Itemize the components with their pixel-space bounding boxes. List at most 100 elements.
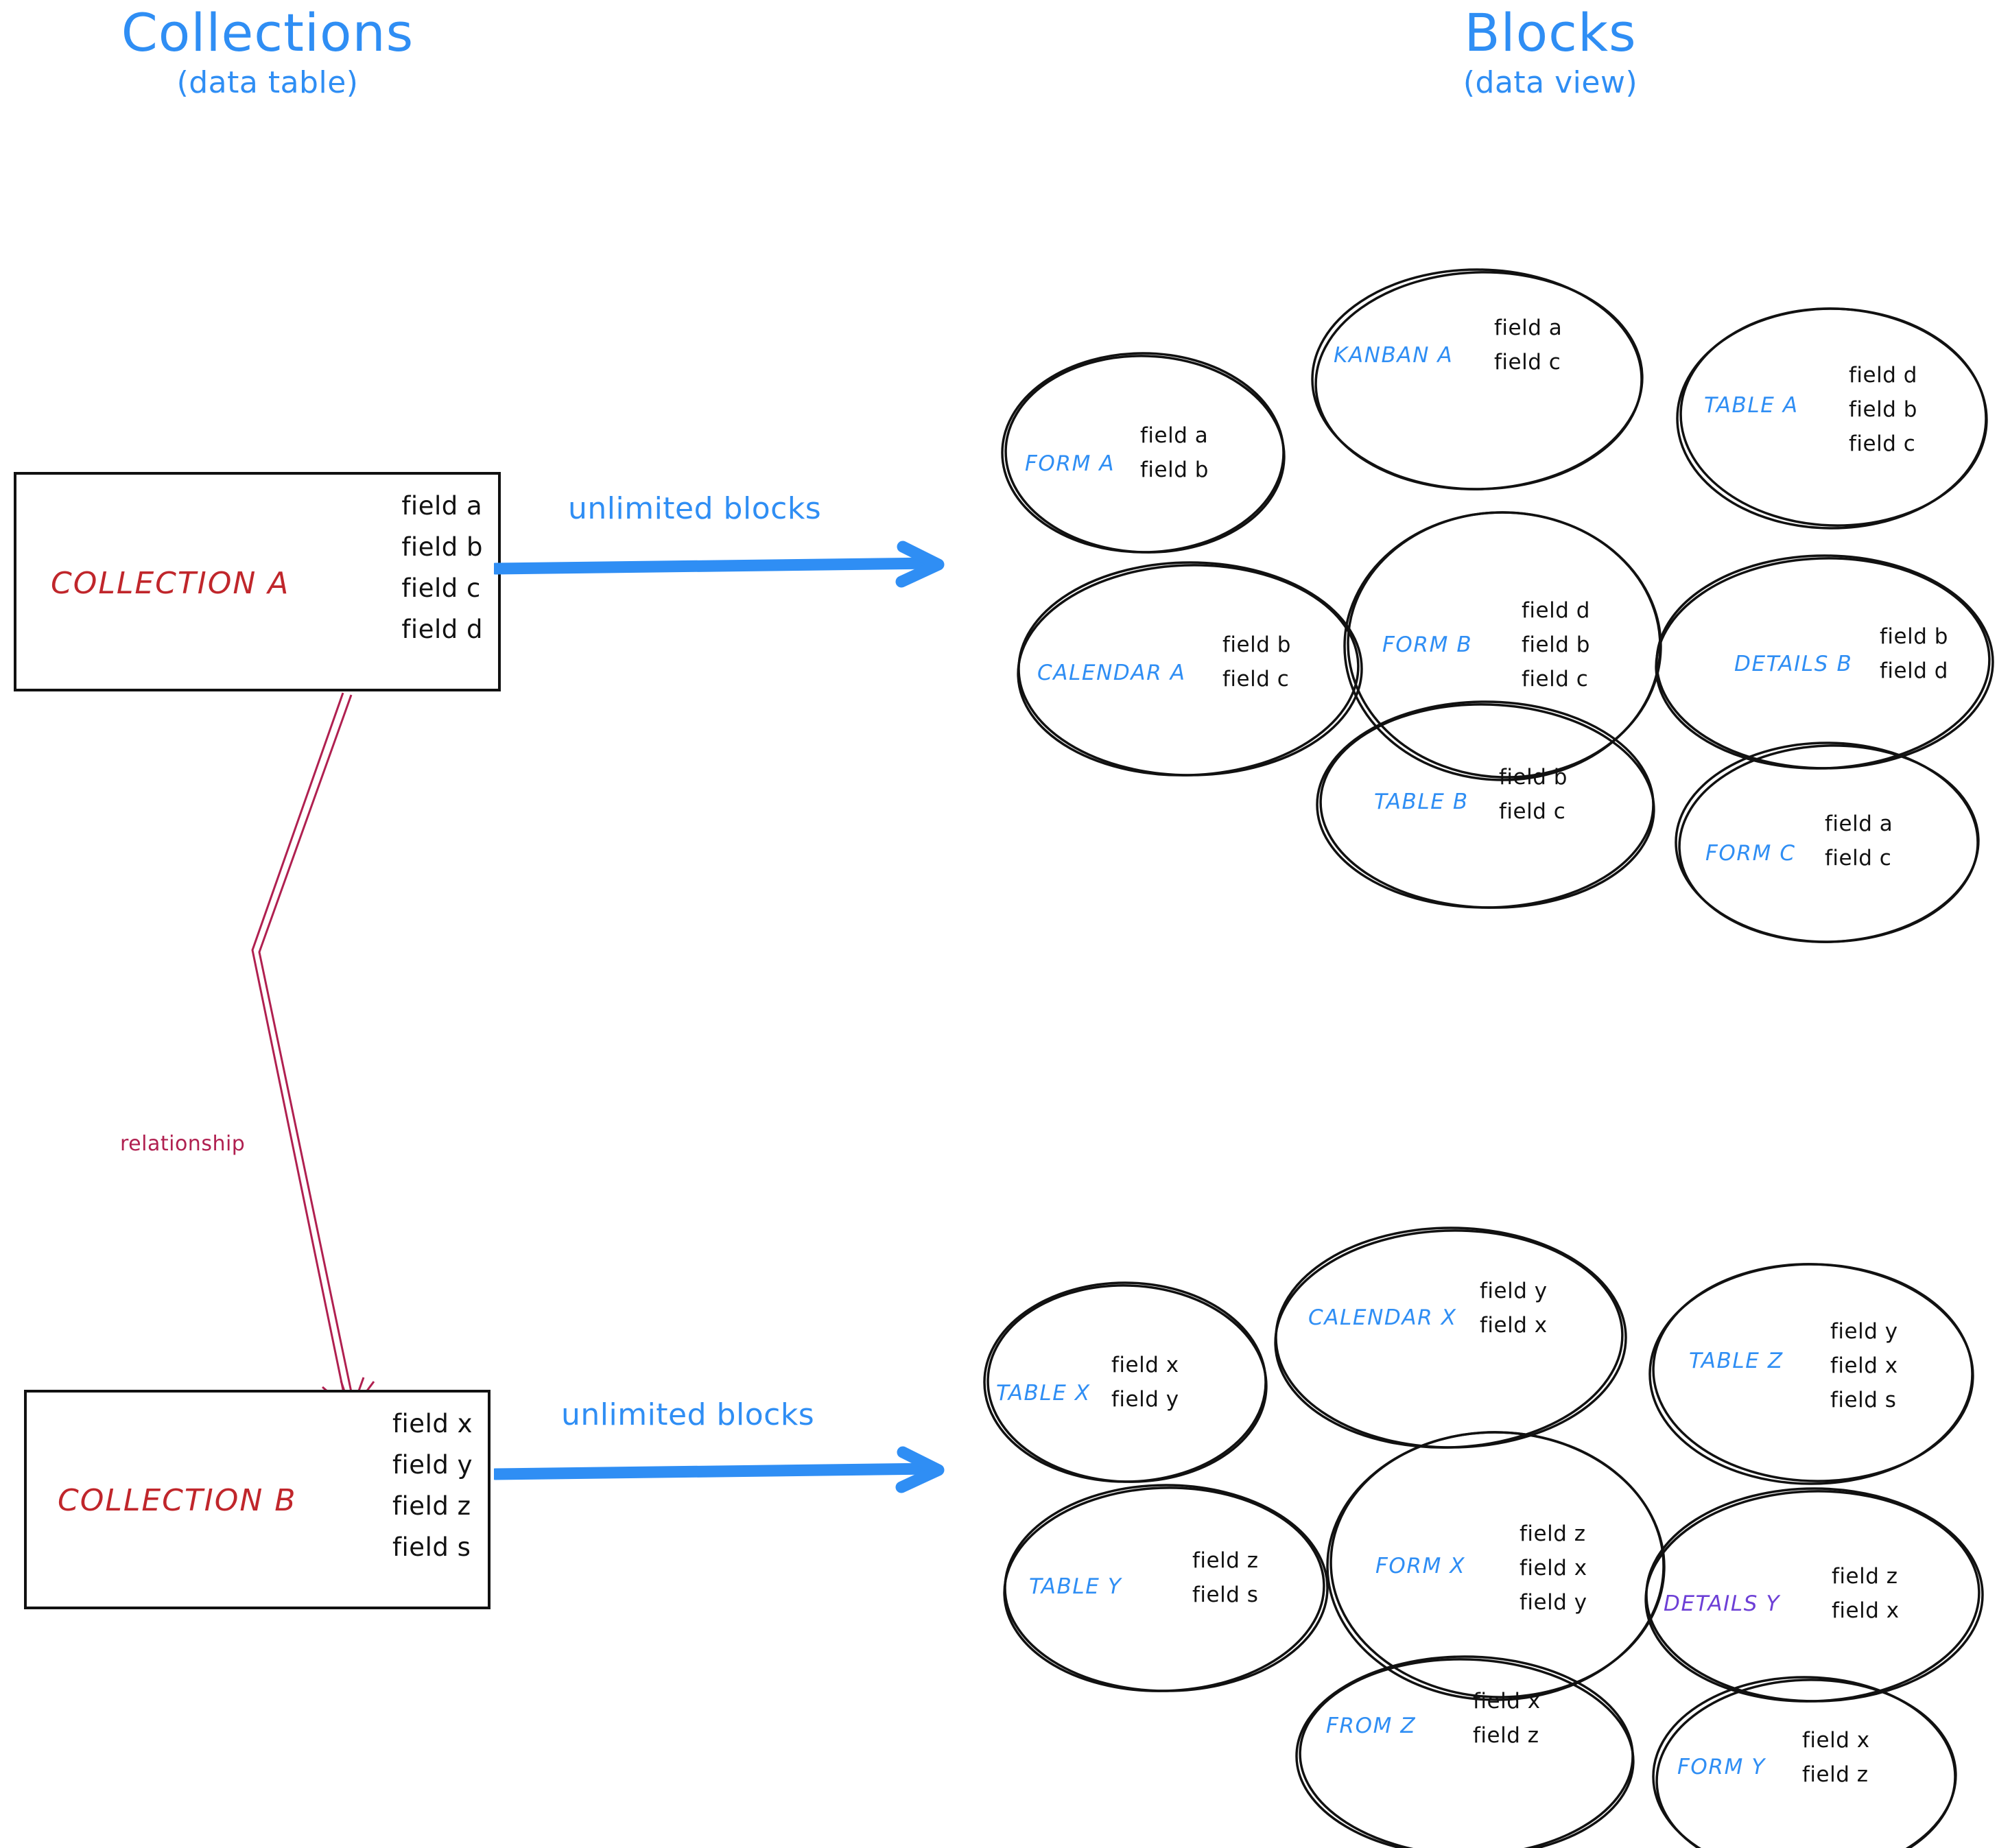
field-row: field z: [1832, 1564, 1898, 1589]
block-form-c[interactable]: FORM C field a field c: [1672, 739, 1981, 945]
collection-a-fields: field a field b field c field d: [401, 486, 483, 650]
block-calendar-x-fields: field y field x: [1480, 1274, 1548, 1342]
block-form-a-name: FORM A: [1025, 451, 1115, 476]
block-form-y[interactable]: FORM Y field x field z: [1650, 1674, 1959, 1848]
field-row: field c: [1849, 431, 1916, 457]
heading-blocks: Blocks (data view): [1324, 7, 1777, 107]
field-row: field b: [1880, 624, 1948, 649]
block-details-b[interactable]: DETAILS B field b field d: [1653, 552, 1996, 772]
field-row: field x: [1111, 1353, 1179, 1377]
ellipse-outline: [1652, 1676, 1957, 1848]
collection-a-field-1: field b: [401, 532, 483, 562]
block-table-y-name: TABLE Y: [1029, 1574, 1122, 1599]
block-form-c-fields: field a field c: [1825, 807, 1893, 875]
collection-b-box[interactable]: COLLECTION B field x field y field z fie…: [24, 1390, 490, 1609]
heading-blocks-subtitle: (data view): [1463, 65, 1638, 100]
field-row: field a: [1140, 423, 1209, 448]
field-row: field b: [1222, 632, 1291, 657]
block-from-z[interactable]: FROM Z field x field z: [1293, 1653, 1636, 1848]
unlimited-blocks-arrow-b: [489, 1437, 947, 1526]
block-table-a[interactable]: TABLE A field d field b field c: [1674, 305, 1989, 532]
block-calendar-x[interactable]: CALENDAR X field y field x: [1273, 1224, 1629, 1451]
collection-b-field-3: field s: [392, 1532, 471, 1562]
field-row: field d: [1849, 363, 1917, 388]
ellipse-outline: [1017, 561, 1363, 777]
field-row: field a: [1825, 812, 1893, 836]
block-table-z-name: TABLE Z: [1689, 1349, 1784, 1373]
block-kanban-a-fields: field a field c: [1494, 311, 1562, 379]
field-row: field a: [1494, 316, 1563, 340]
collection-b-fields: field x field y field z field s: [392, 1403, 473, 1568]
field-row: field b: [1140, 458, 1209, 483]
collection-b-field-2: field z: [392, 1491, 471, 1521]
heading-collections-title: Collections: [121, 2, 414, 63]
field-row: field c: [1825, 846, 1892, 871]
block-form-y-fields: field x field z: [1802, 1723, 1870, 1792]
block-calendar-a-fields: field b field c: [1222, 628, 1291, 696]
collection-a-box[interactable]: COLLECTION A field a field b field c fie…: [14, 472, 501, 691]
block-form-x-fields: field z field x field y: [1520, 1517, 1587, 1620]
field-row: field s: [1830, 1388, 1897, 1413]
heading-blocks-title: Blocks: [1464, 2, 1637, 63]
block-form-a[interactable]: FORM A field a field b: [999, 350, 1287, 556]
block-from-z-fields: field x field z: [1473, 1684, 1541, 1753]
field-row: field y: [1480, 1279, 1548, 1303]
field-row: field c: [1494, 350, 1561, 375]
field-row: field z: [1192, 1548, 1259, 1573]
unlimited-blocks-label-a: unlimited blocks: [568, 491, 822, 526]
ellipse-outline: [1316, 700, 1655, 909]
block-table-y[interactable]: TABLE Y field z field s: [1002, 1482, 1331, 1694]
block-table-b[interactable]: TABLE B field b field c: [1314, 698, 1657, 911]
block-calendar-a[interactable]: CALENDAR A field b field c: [1015, 559, 1365, 779]
ellipse-outline: [1003, 1484, 1329, 1692]
field-row: field b: [1499, 765, 1568, 790]
ellipse-outline: [983, 1281, 1268, 1483]
unlimited-blocks-label-b: unlimited blocks: [561, 1397, 815, 1432]
block-kanban-a-name: KANBAN A: [1334, 343, 1454, 368]
block-details-y[interactable]: DETAILS Y field z field x: [1643, 1485, 1986, 1705]
block-details-y-name: DETAILS Y: [1664, 1591, 1781, 1616]
relationship-label: relationship: [120, 1132, 246, 1156]
block-kanban-a[interactable]: KANBAN A field a field c: [1309, 266, 1645, 493]
field-row: field x: [1480, 1313, 1548, 1338]
block-table-x-name: TABLE X: [996, 1381, 1091, 1406]
block-form-b[interactable]: FORM B field d field b field c: [1341, 509, 1664, 783]
block-form-c-name: FORM C: [1705, 841, 1796, 866]
field-row: field y: [1830, 1319, 1898, 1344]
block-form-x[interactable]: FORM X field z field x field y: [1324, 1429, 1667, 1703]
block-table-x[interactable]: TABLE X field x field y: [981, 1279, 1269, 1485]
block-form-x-name: FORM X: [1375, 1554, 1466, 1578]
field-row: field s: [1192, 1583, 1259, 1608]
unlimited-blocks-arrow-a: [489, 532, 947, 621]
field-row: field y: [1111, 1387, 1179, 1412]
field-row: field z: [1520, 1521, 1586, 1546]
block-table-z[interactable]: TABLE Z field y field x field s: [1646, 1261, 1976, 1487]
collection-a-field-3: field d: [401, 614, 483, 644]
collection-b-field-0: field x: [392, 1409, 473, 1438]
field-row: field x: [1832, 1598, 1900, 1624]
heading-collections-subtitle: (data table): [176, 65, 359, 100]
field-row: field x: [1520, 1556, 1587, 1581]
collection-a-field-0: field a: [401, 491, 483, 521]
field-row: field z: [1473, 1723, 1539, 1749]
collection-a-field-2: field c: [401, 573, 481, 603]
ellipse-outline: [1675, 742, 1980, 943]
field-row: field b: [1849, 397, 1917, 423]
collection-a-name: COLLECTION A: [51, 566, 290, 601]
field-row: field d: [1880, 659, 1948, 684]
heading-collections: Collections (data table): [41, 7, 494, 107]
block-form-b-fields: field d field b field c: [1522, 593, 1590, 697]
collection-b-name: COLLECTION B: [58, 1483, 297, 1518]
ellipse-outline: [1648, 1263, 1974, 1485]
ellipse-outline: [1676, 307, 1988, 530]
block-table-a-fields: field d field b field c: [1849, 358, 1917, 462]
field-row: field z: [1802, 1762, 1869, 1788]
block-table-y-fields: field z field s: [1192, 1543, 1259, 1612]
block-calendar-x-name: CALENDAR X: [1308, 1305, 1457, 1330]
block-table-b-name: TABLE B: [1374, 790, 1469, 814]
ellipse-outline: [1655, 554, 1994, 770]
block-from-z-name: FROM Z: [1326, 1714, 1417, 1738]
ellipse-outline: [1311, 268, 1644, 490]
field-row: field c: [1522, 667, 1589, 692]
